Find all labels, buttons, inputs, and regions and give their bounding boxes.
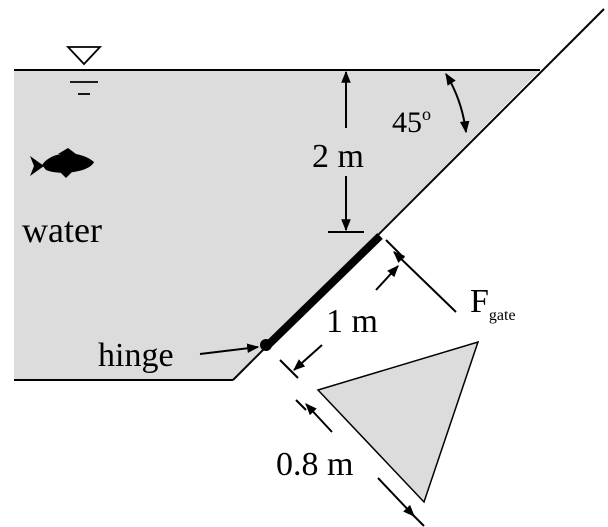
water-region (14, 70, 540, 380)
force-subscript: gate (489, 307, 516, 324)
hinge-point (260, 339, 272, 351)
depth-dimension (328, 70, 364, 233)
gate-width-dimension (295, 399, 425, 527)
angle-arc (445, 72, 470, 134)
depth-label: 2 m (312, 138, 364, 175)
force-arrow (393, 251, 457, 313)
fish-icon (30, 148, 94, 178)
gate-width-label: 0.8 m (276, 446, 353, 483)
hinge-pointer (199, 343, 260, 355)
free-surface-triangle-icon (56, 46, 112, 95)
water-label: water (22, 210, 102, 250)
degree-symbol: o (422, 104, 431, 124)
hinge-label: hinge (98, 337, 174, 374)
gate (263, 233, 383, 350)
angle-label: 45o (392, 104, 431, 139)
gate-length-label: 1 m (326, 303, 378, 340)
force-label: Fgate (470, 283, 516, 324)
gate-face-triangle (316, 340, 480, 504)
